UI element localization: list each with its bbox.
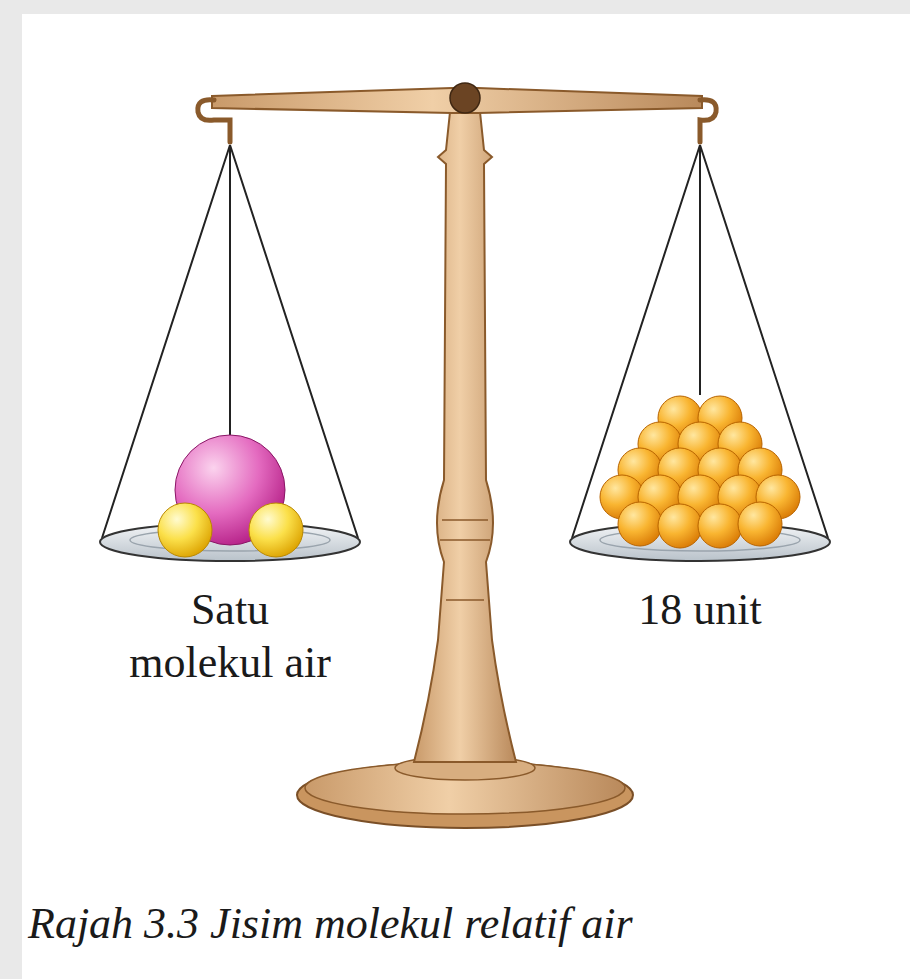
figure-caption: Rajah 3.3 Jisim molekul relatif air (28, 898, 888, 951)
pan-label: Satu molekul air (120, 584, 340, 690)
pan-label: 18 unit (570, 584, 830, 637)
